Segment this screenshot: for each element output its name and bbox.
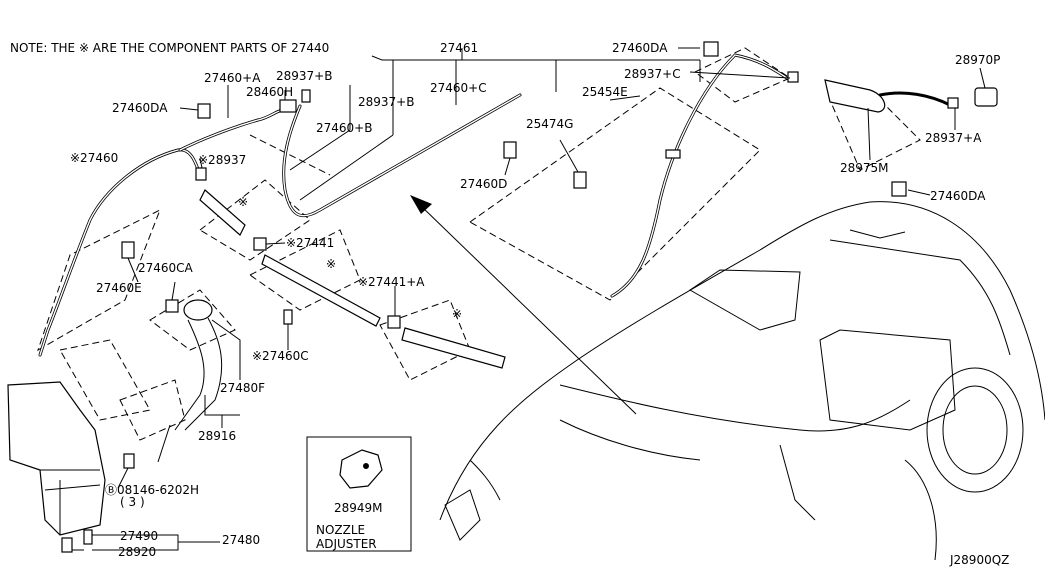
label-27480: 27480 [222, 533, 260, 547]
dashed-guides [37, 47, 921, 441]
connector-28937 [195, 167, 207, 181]
part-labels: 27461 27460DA 27460+A 28937+B 28460H 274… [70, 41, 1000, 559]
washer-hoses [38, 53, 952, 357]
connector-28937B [301, 89, 311, 103]
part-28920 [61, 537, 73, 553]
label-27460DA-right: 27460DA [930, 189, 986, 203]
washer-tank-27480 [7, 381, 106, 536]
label-27460DA-top: 27460DA [612, 41, 668, 55]
hose-mid-segment [261, 254, 381, 327]
label-28975M: 28975M [840, 161, 889, 175]
connector-28460H [279, 99, 297, 113]
label-27460DA-left: 27460DA [112, 101, 168, 115]
star-marker-1: ※ [238, 195, 248, 209]
label-08146-qty: ( 3 ) [120, 495, 145, 509]
joint-27441A [387, 315, 401, 329]
label-27461: 27461 [440, 41, 478, 55]
location-arrow [410, 195, 637, 415]
clip-25474G [573, 171, 587, 189]
connector-28937A [947, 97, 959, 109]
clip-27460DA-left [197, 103, 211, 119]
parts [7, 41, 998, 553]
clip-27460DA-top [703, 41, 719, 57]
clip-27460E [121, 241, 135, 259]
label-25454E: 25454E [582, 85, 628, 99]
label-27480F: 27480F [220, 381, 265, 395]
filler-cap [183, 299, 213, 321]
leader-lines [72, 47, 986, 551]
adjuster-caption-line1: NOZZLE [316, 523, 365, 537]
note-text: NOTE: THE ※ ARE THE COMPONENT PARTS OF 2… [10, 41, 329, 55]
clip-27460D [503, 141, 517, 159]
label-27490: 27490 [120, 529, 158, 543]
label-28937A: 28937+A [925, 131, 982, 145]
bolt-08146 [123, 453, 135, 469]
label-28949M: 28949M [334, 501, 383, 515]
filler-tube-27480F [174, 317, 223, 431]
label-27460B: 27460+B [316, 121, 372, 135]
hose-28975M [824, 79, 886, 113]
label-27441A-star: ※27441+A [358, 275, 425, 289]
label-27441-star: ※27441 [286, 236, 334, 250]
filler-lower-tube [157, 424, 171, 463]
label-27460-star: ※27460 [70, 151, 118, 165]
clip-27460C [283, 309, 293, 325]
label-27460C: 27460+C [430, 81, 487, 95]
label-28937B-b: 28937+B [358, 95, 414, 109]
label-28970P: 28970P [955, 53, 1000, 67]
label-27460E: 27460E [96, 281, 142, 295]
label-27460D: 27460D [460, 177, 507, 191]
label-27460C-star: ※27460C [252, 349, 309, 363]
part-27490 [83, 529, 93, 545]
label-28937-star: ※28937 [198, 153, 246, 167]
label-28460H: 28460H [246, 85, 293, 99]
star-marker-3: ※ [452, 307, 462, 321]
nozzle-adjuster-inset: 28949M NOZZLE ADJUSTER [306, 436, 412, 552]
clip-27460CA [165, 299, 179, 313]
label-28916: 28916 [198, 429, 236, 443]
adjuster-tool-icon [339, 449, 383, 489]
hose-end-segment [401, 327, 506, 369]
label-25474G: 25474G [526, 117, 573, 131]
diagram-code: J28900QZ [949, 553, 1009, 567]
hose-front-segment [199, 189, 246, 236]
car-outline [439, 201, 1045, 561]
adjuster-caption-line2: ADJUSTER [316, 537, 377, 551]
bracket-27461 [227, 48, 701, 130]
connector-28937C [787, 71, 799, 83]
star-marker-2: ※ [326, 257, 336, 271]
label-27460CA: 27460CA [138, 261, 194, 275]
clip-27460DA-right [891, 181, 907, 197]
nozzle-28970P [974, 87, 998, 107]
label-08146: Ⓑ08146-6202H [105, 483, 199, 497]
label-28937B-a: 28937+B [276, 69, 332, 83]
joint-27441 [253, 237, 267, 251]
label-28937C: 28937+C [624, 67, 681, 81]
label-27460A: 27460+A [204, 71, 261, 85]
clip-25454E [665, 149, 681, 159]
label-28920: 28920 [118, 545, 156, 559]
